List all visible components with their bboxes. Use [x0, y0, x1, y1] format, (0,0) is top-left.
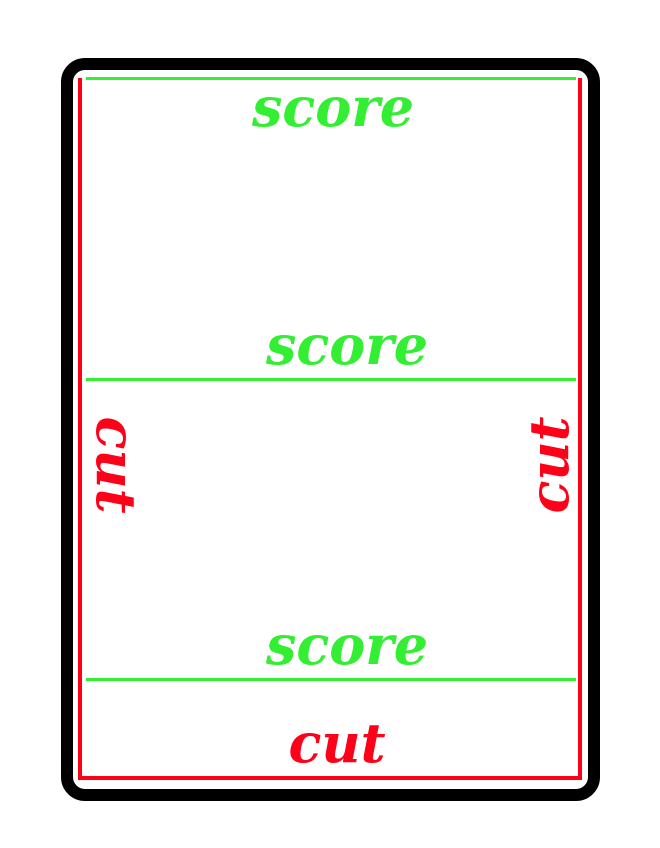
score-line-middle	[86, 378, 576, 381]
score-line-top	[86, 77, 576, 80]
cut-label-right: cut	[517, 416, 581, 514]
score-line-bottom	[86, 678, 576, 681]
cut-label-bottom: cut	[288, 711, 386, 775]
score-label-bottom: score	[265, 613, 429, 677]
cut-label-left: cut	[84, 416, 148, 514]
score-label-middle: score	[265, 313, 429, 377]
score-label-top: score	[251, 75, 415, 139]
cut-line-left	[78, 78, 82, 780]
cut-line-bottom	[78, 776, 582, 780]
outer-frame	[61, 58, 600, 801]
cut-line-right	[578, 78, 582, 780]
